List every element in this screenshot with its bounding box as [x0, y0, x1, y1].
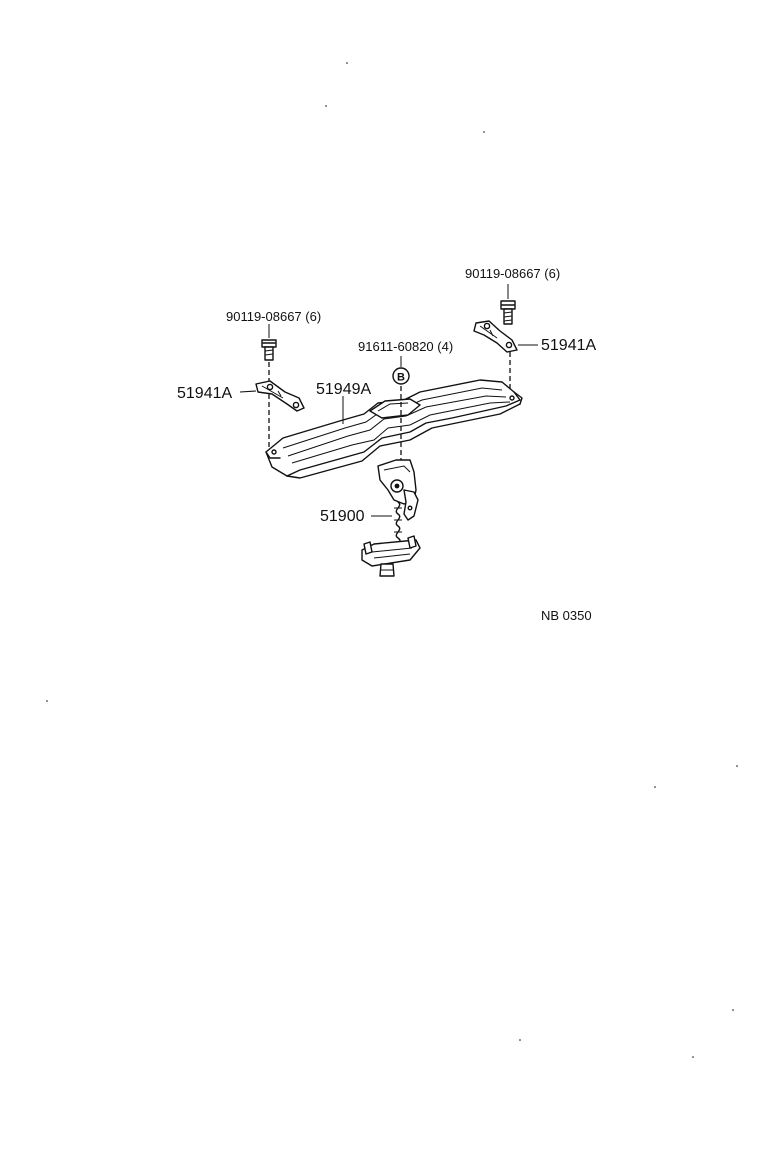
bracket-left-leader — [239, 390, 257, 393]
callout-b-letter: B — [397, 372, 405, 384]
crossmember-icon — [265, 379, 523, 479]
bolt-center-label: 91611-60820 (4) — [358, 339, 453, 354]
bracket-right-label: 51941A — [541, 337, 596, 354]
bolt-left-label: 90119-08667 (6) — [226, 309, 321, 324]
bracket-left-label: 51941A — [177, 385, 232, 402]
bracket-left-icon — [255, 380, 305, 412]
scan-specks — [46, 62, 738, 1058]
callout-b-icon — [392, 367, 410, 385]
bolt-right-icon — [500, 284, 516, 325]
bolt-left-icon — [261, 324, 277, 361]
carrier-icon — [361, 459, 421, 577]
bolt-right-label: 90119-08667 (6) — [465, 266, 560, 281]
carrier-label: 51900 — [320, 508, 365, 525]
bracket-right-icon — [473, 320, 518, 353]
crossmember-label: 51949A — [316, 381, 371, 398]
figure-code: NB 0350 — [541, 608, 592, 623]
